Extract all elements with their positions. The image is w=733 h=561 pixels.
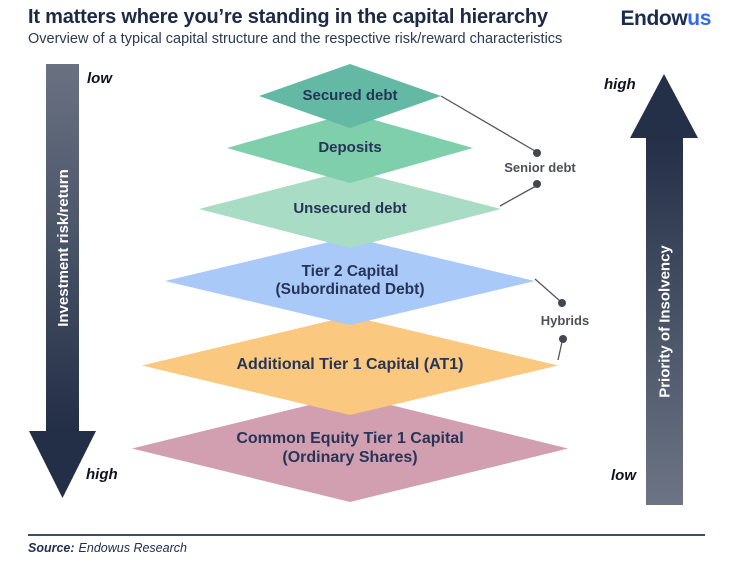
insolvency-arrow-shaft xyxy=(646,137,683,505)
page-title: It matters where you’re standing in the … xyxy=(28,6,548,28)
source-text: Endowus Research xyxy=(78,541,187,555)
source-label: Source: xyxy=(28,541,75,555)
logo-text-accent: us xyxy=(687,7,711,30)
layer-secured-debt: Secured debt xyxy=(259,64,441,128)
source-note: Source:Endowus Research xyxy=(28,541,187,555)
insolvency-axis-low-label: low xyxy=(611,467,636,484)
insolvency-axis-label: Priority of Insolvency xyxy=(656,245,674,398)
connector-line-hybrids-to-at1 xyxy=(557,341,563,361)
endowus-logo: Endowus xyxy=(620,7,711,31)
connector-dot xyxy=(559,335,567,343)
hybrids-annotation: Hybrids xyxy=(540,313,590,328)
risk-axis-low-label: low xyxy=(87,70,112,87)
page-subtitle: Overview of a typical capital structure … xyxy=(28,31,563,47)
arrow-up-icon xyxy=(630,74,698,138)
logo-text-primary: Endow xyxy=(620,7,688,30)
risk-return-arrow-shaft xyxy=(46,64,79,432)
insolvency-axis-high-label: high xyxy=(604,76,636,93)
layer-label: Tier 2 Capital(Subordinated Debt) xyxy=(275,263,425,298)
connector-dot xyxy=(558,299,566,307)
layer-label: Unsecured debt xyxy=(293,200,407,218)
layer-label: Secured debt xyxy=(302,87,398,105)
risk-return-axis-label: Investment risk/return xyxy=(54,169,72,327)
arrow-down-icon xyxy=(29,431,96,498)
layer-label: Deposits xyxy=(318,139,382,157)
connector-dot xyxy=(533,180,541,188)
layer-label: Common Equity Tier 1 Capital(Ordinary Sh… xyxy=(236,430,464,466)
senior-debt-annotation: Senior debt xyxy=(504,160,576,175)
risk-axis-high-label: high xyxy=(86,466,118,483)
connector-line-secured-to-senior xyxy=(440,95,536,152)
connector-dot xyxy=(533,149,541,157)
connector-line-senior-to-unsecured xyxy=(499,185,537,207)
layer-tier2-capital: Tier 2 Capital(Subordinated Debt) xyxy=(165,237,535,325)
footer-divider xyxy=(28,534,705,536)
layer-label: Additional Tier 1 Capital (AT1) xyxy=(236,356,464,374)
connector-line-tier2-to-hybrids xyxy=(534,278,561,302)
layer-additional-tier1-capital: Additional Tier 1 Capital (AT1) xyxy=(142,316,558,415)
